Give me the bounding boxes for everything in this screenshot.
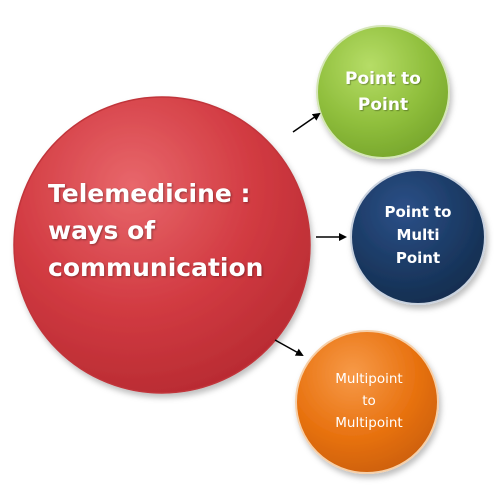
arrow-to-point-to-point bbox=[292, 112, 321, 133]
node-circle-point-to-point bbox=[316, 25, 450, 159]
node-circle-point-to-multi-point bbox=[350, 169, 486, 305]
center-label-text: Telemedicine : ways of communication bbox=[48, 178, 264, 282]
node-label-point-to-point: Point to Point bbox=[318, 48, 448, 136]
center-circle bbox=[13, 96, 311, 394]
node-text-multipoint-to-multipoint: Multipoint to Multipoint bbox=[335, 371, 403, 431]
center-label: Telemedicine : ways of communication bbox=[48, 165, 270, 295]
arrow-to-multipoint-to-multipoint bbox=[274, 339, 304, 356]
node-label-multipoint-to-multipoint: Multipoint to Multipoint bbox=[296, 345, 442, 457]
node-text-point-to-multi-point: Point to Multi Point bbox=[384, 202, 452, 267]
node-label-point-to-multi-point: Point to Multi Point bbox=[350, 180, 486, 290]
node-text-point-to-point: Point to Point bbox=[345, 69, 421, 115]
node-circle-multipoint-to-multipoint bbox=[295, 330, 439, 474]
